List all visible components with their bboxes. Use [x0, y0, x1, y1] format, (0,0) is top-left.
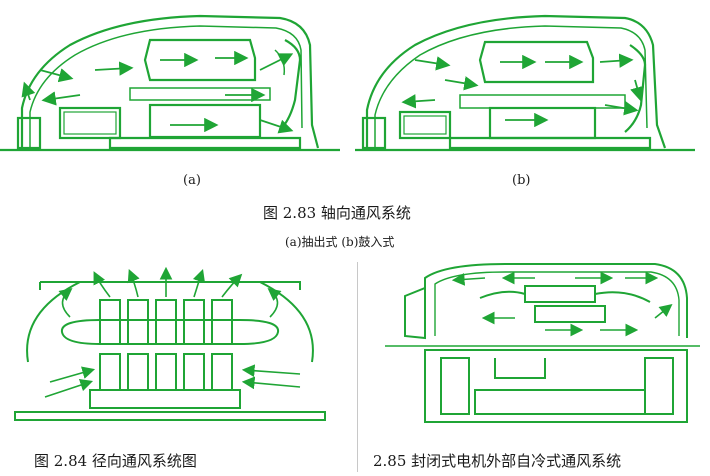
casing [20, 14, 320, 149]
fan-blade [279, 39, 302, 131]
diagram-enclosed-self-cooled [385, 258, 700, 433]
figure-285-caption: 2.85 封闭式电机外部自冷式通风系统 [373, 452, 622, 470]
rotor-core-b [488, 106, 597, 140]
casing-b [365, 14, 667, 149]
shaft [14, 411, 326, 421]
diagram-radial-ventilation [0, 262, 340, 437]
radial-ventilation-drawing [14, 266, 326, 421]
housing-top [424, 263, 688, 338]
rotor-core [148, 103, 262, 139]
winding-ends [60, 319, 280, 345]
figure-divider [357, 262, 358, 472]
axial-blow-in-drawing [355, 14, 695, 152]
diagram-axial-blow-in [355, 0, 700, 160]
airflow-arrow [39, 68, 74, 83]
stator-b [478, 40, 595, 84]
fan-cover [404, 286, 426, 340]
stator [143, 38, 257, 82]
subfigure-b-label: (b) [512, 173, 531, 188]
figure-284-caption: 图 2.84 径向通风系统图 [34, 452, 197, 470]
rotor-left [58, 106, 122, 140]
subfigure-a-label: (a) [183, 173, 201, 188]
diagram-axial-exhaust [0, 0, 345, 160]
figure-283-caption: 图 2.83 轴向通风系统 [263, 204, 411, 222]
stator-85 [524, 285, 596, 303]
frame-body [424, 349, 688, 423]
enclosed-motor-drawing [385, 263, 700, 423]
figure-283-subcaption: (a)抽出式 (b)鼓入式 [285, 235, 395, 249]
axial-exhaust-drawing [0, 14, 340, 152]
